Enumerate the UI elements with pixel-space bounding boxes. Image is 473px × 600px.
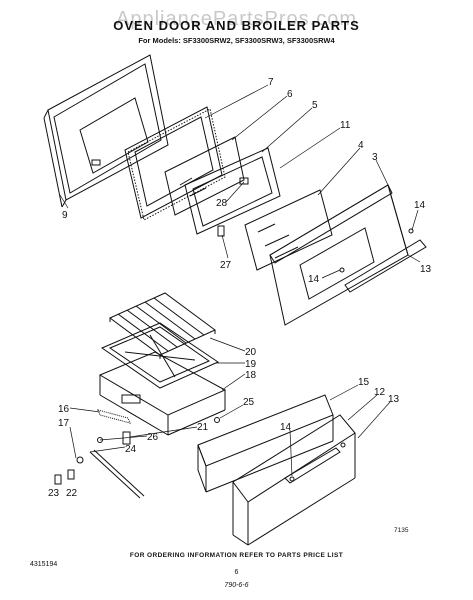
broiler-door-outer-panel bbox=[232, 414, 356, 546]
leader-lines bbox=[59, 84, 421, 477]
callout-6: 6 bbox=[287, 89, 293, 100]
callout-13: 13 bbox=[420, 264, 432, 275]
callout-20: 20 bbox=[245, 347, 257, 358]
broiler-grid bbox=[109, 292, 216, 359]
door-gasket bbox=[124, 106, 226, 221]
window-glass bbox=[244, 189, 333, 271]
callout-19: 19 bbox=[245, 359, 257, 370]
callout-7: 7 bbox=[268, 77, 274, 88]
watermark: AppliancePartsPros.com bbox=[116, 8, 357, 30]
callout-9: 9 bbox=[62, 210, 68, 221]
callout-11: 11 bbox=[340, 120, 351, 131]
callout-18: 18 bbox=[245, 370, 257, 381]
slide-rail bbox=[54, 409, 220, 499]
page-title: OVEN DOOR AND BROILER PARTS bbox=[113, 18, 360, 33]
ordering-info: FOR ORDERING INFORMATION REFER TO PARTS … bbox=[129, 552, 344, 559]
callout-16: 16 bbox=[58, 404, 70, 415]
model-list: For Models: SF3300SRW2, SF3300SRW3, SF33… bbox=[138, 36, 335, 45]
callout-21: 21 bbox=[197, 422, 209, 433]
outer-door bbox=[269, 184, 427, 326]
callout-25: 25 bbox=[243, 397, 255, 408]
callout-13b: 13 bbox=[388, 394, 400, 405]
glass-frame bbox=[184, 147, 281, 237]
callout-12: 12 bbox=[374, 387, 386, 398]
callout-17: 17 bbox=[58, 418, 70, 429]
broiler-drawer bbox=[98, 351, 227, 436]
callout-5: 5 bbox=[312, 100, 318, 111]
callout-4: 4 bbox=[358, 140, 364, 151]
callout-3: 3 bbox=[372, 152, 378, 163]
callout-23: 23 bbox=[48, 488, 60, 499]
inner-glass bbox=[164, 136, 245, 216]
callout-24: 24 bbox=[125, 444, 137, 455]
callout-28: 28 bbox=[216, 198, 228, 209]
callout-14b: 14 bbox=[308, 274, 320, 285]
callout-numbers: 7 6 5 11 4 3 14 13 9 28 27 14 20 19 18 1… bbox=[48, 77, 432, 499]
figure-code: 7135 bbox=[394, 527, 409, 534]
page-number: 6 bbox=[234, 569, 239, 576]
callout-27: 27 bbox=[220, 260, 232, 271]
callout-15: 15 bbox=[358, 377, 370, 388]
broiler-door-inner-panel bbox=[197, 394, 334, 493]
callout-26: 26 bbox=[147, 432, 159, 443]
callout-22: 22 bbox=[66, 488, 78, 499]
revision-code: 790-6-6 bbox=[224, 582, 249, 589]
callout-14c: 14 bbox=[280, 422, 292, 433]
inner-door-panel bbox=[43, 54, 169, 208]
callout-14: 14 bbox=[414, 200, 426, 211]
document-number: 4315194 bbox=[30, 561, 58, 568]
